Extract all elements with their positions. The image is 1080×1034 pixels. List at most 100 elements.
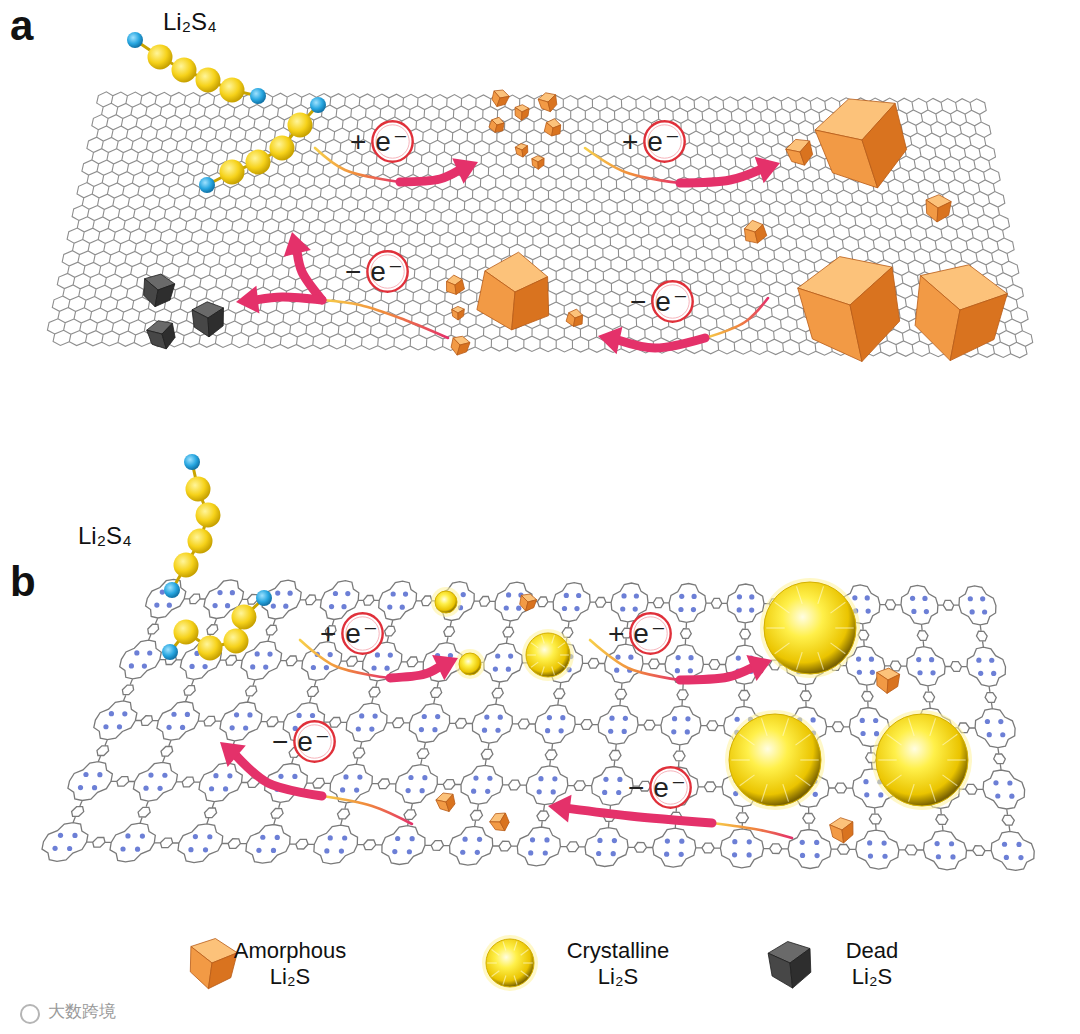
sparkle [800, 759, 818, 760]
nitrogen-atom [1004, 855, 1009, 860]
nitrogen-atom [922, 596, 927, 601]
nitrogen-atom [679, 594, 684, 599]
nitrogen-atom [678, 607, 683, 612]
nitrogen-atom [814, 840, 819, 845]
particle-glow [872, 710, 972, 810]
nitrogen-atom [342, 835, 347, 840]
sparkle [795, 775, 810, 786]
nitrogen-atom [256, 848, 261, 853]
nitrogen-atom [611, 851, 616, 856]
sulfur-atom [174, 553, 199, 578]
sparkle [887, 734, 902, 745]
nitrogen-atom [978, 671, 983, 676]
nitrogen-atom [622, 729, 627, 734]
arrow-body [390, 668, 438, 678]
sparkle [761, 718, 767, 735]
nitrogen-atom [213, 773, 218, 778]
nitrogen-atom [864, 792, 869, 797]
amorphous-particle [926, 195, 951, 222]
particle-face [800, 141, 813, 165]
particle-glow [760, 578, 860, 678]
nitrogen-atom [736, 655, 741, 660]
nitrogen-atom [275, 590, 280, 595]
sparkle [731, 759, 749, 760]
nitrogen-atom [58, 833, 63, 838]
nitrogen-atom [287, 591, 292, 596]
lithium-atom [162, 644, 178, 660]
nitrogen-atom [867, 840, 872, 845]
amorphous-particle [520, 594, 537, 611]
amorphous-particle [538, 93, 557, 112]
nitrogen-atom [406, 788, 411, 793]
nitrogen-atom [387, 604, 392, 609]
nitrogen-atom [616, 790, 621, 795]
nitrogen-atoms [52, 589, 1023, 860]
lithium-atom [199, 177, 215, 193]
nitrogen-atom [980, 596, 985, 601]
nitrogen-atom [485, 789, 490, 794]
sparkle [740, 775, 755, 786]
nitrogen-atom [122, 711, 127, 716]
particle-face [790, 949, 811, 989]
arrowhead [755, 157, 780, 184]
nitrogen-atom [475, 850, 480, 855]
legend-text: Crystalline Li₂S [567, 938, 670, 989]
crystalline-particle [760, 578, 860, 678]
nitrogen-atom [620, 606, 625, 611]
sulfur-atom [186, 477, 211, 502]
nitrogen-atom [547, 715, 552, 720]
crystalline-particle [522, 629, 574, 681]
nitrogen-atom [230, 590, 235, 595]
nitrogen-atom [732, 852, 737, 857]
nitrogen-atom [209, 786, 214, 791]
sparkle [492, 971, 500, 977]
nitrogen-atom [564, 593, 569, 598]
nitrogen-atom [685, 729, 690, 734]
sparkle [887, 775, 902, 786]
nitrogen-atom [1018, 855, 1023, 860]
nitrogen-atom [419, 727, 424, 732]
nitrogen-atom [551, 789, 556, 794]
nitrogen-atom [271, 848, 276, 853]
nitrogen-atom [576, 593, 581, 598]
particle-face [455, 280, 465, 295]
particle-face [458, 309, 464, 320]
amorphous-particle [452, 306, 465, 320]
nitrogen-atom [929, 657, 934, 662]
sparkle [523, 962, 533, 963]
nitrogen-atom [354, 788, 359, 793]
crystalline-particle [455, 649, 485, 679]
nitrogen-atom [384, 666, 389, 671]
nitrogen-atom [420, 788, 425, 793]
nitrogen-atom [811, 717, 816, 722]
particle-face [208, 953, 237, 989]
legend-item: Crystalline Li₂S [548, 938, 688, 991]
lithium-atom [184, 454, 200, 470]
panel-letter: b [10, 558, 36, 606]
nitrogen-atom [538, 776, 543, 781]
sparkle [531, 662, 538, 667]
polysulfide-molecule [199, 97, 326, 193]
sparkle [503, 976, 506, 985]
nitrogen-atom [345, 591, 350, 596]
nitrogen-atom [340, 787, 345, 792]
nitrogen-atom [688, 655, 693, 660]
nitrogen-atom [615, 654, 620, 659]
amorphous-particle [532, 156, 544, 170]
nitrogen-atom [278, 774, 283, 779]
arrow-body [570, 809, 712, 823]
particle-glow [482, 935, 538, 991]
sparkle [942, 734, 957, 745]
nitrogen-atom [92, 785, 97, 790]
nitrogen-atom [388, 652, 393, 657]
sulfur-atom [188, 529, 213, 554]
electron-label: −e⁻ [628, 772, 688, 804]
nitrogen-atom [125, 833, 130, 838]
arrow-body [680, 170, 759, 183]
particle-face [495, 123, 504, 132]
amorphous-particle [492, 90, 509, 107]
sulfur-atom [220, 78, 245, 103]
panel-letter-text: a [10, 2, 33, 50]
